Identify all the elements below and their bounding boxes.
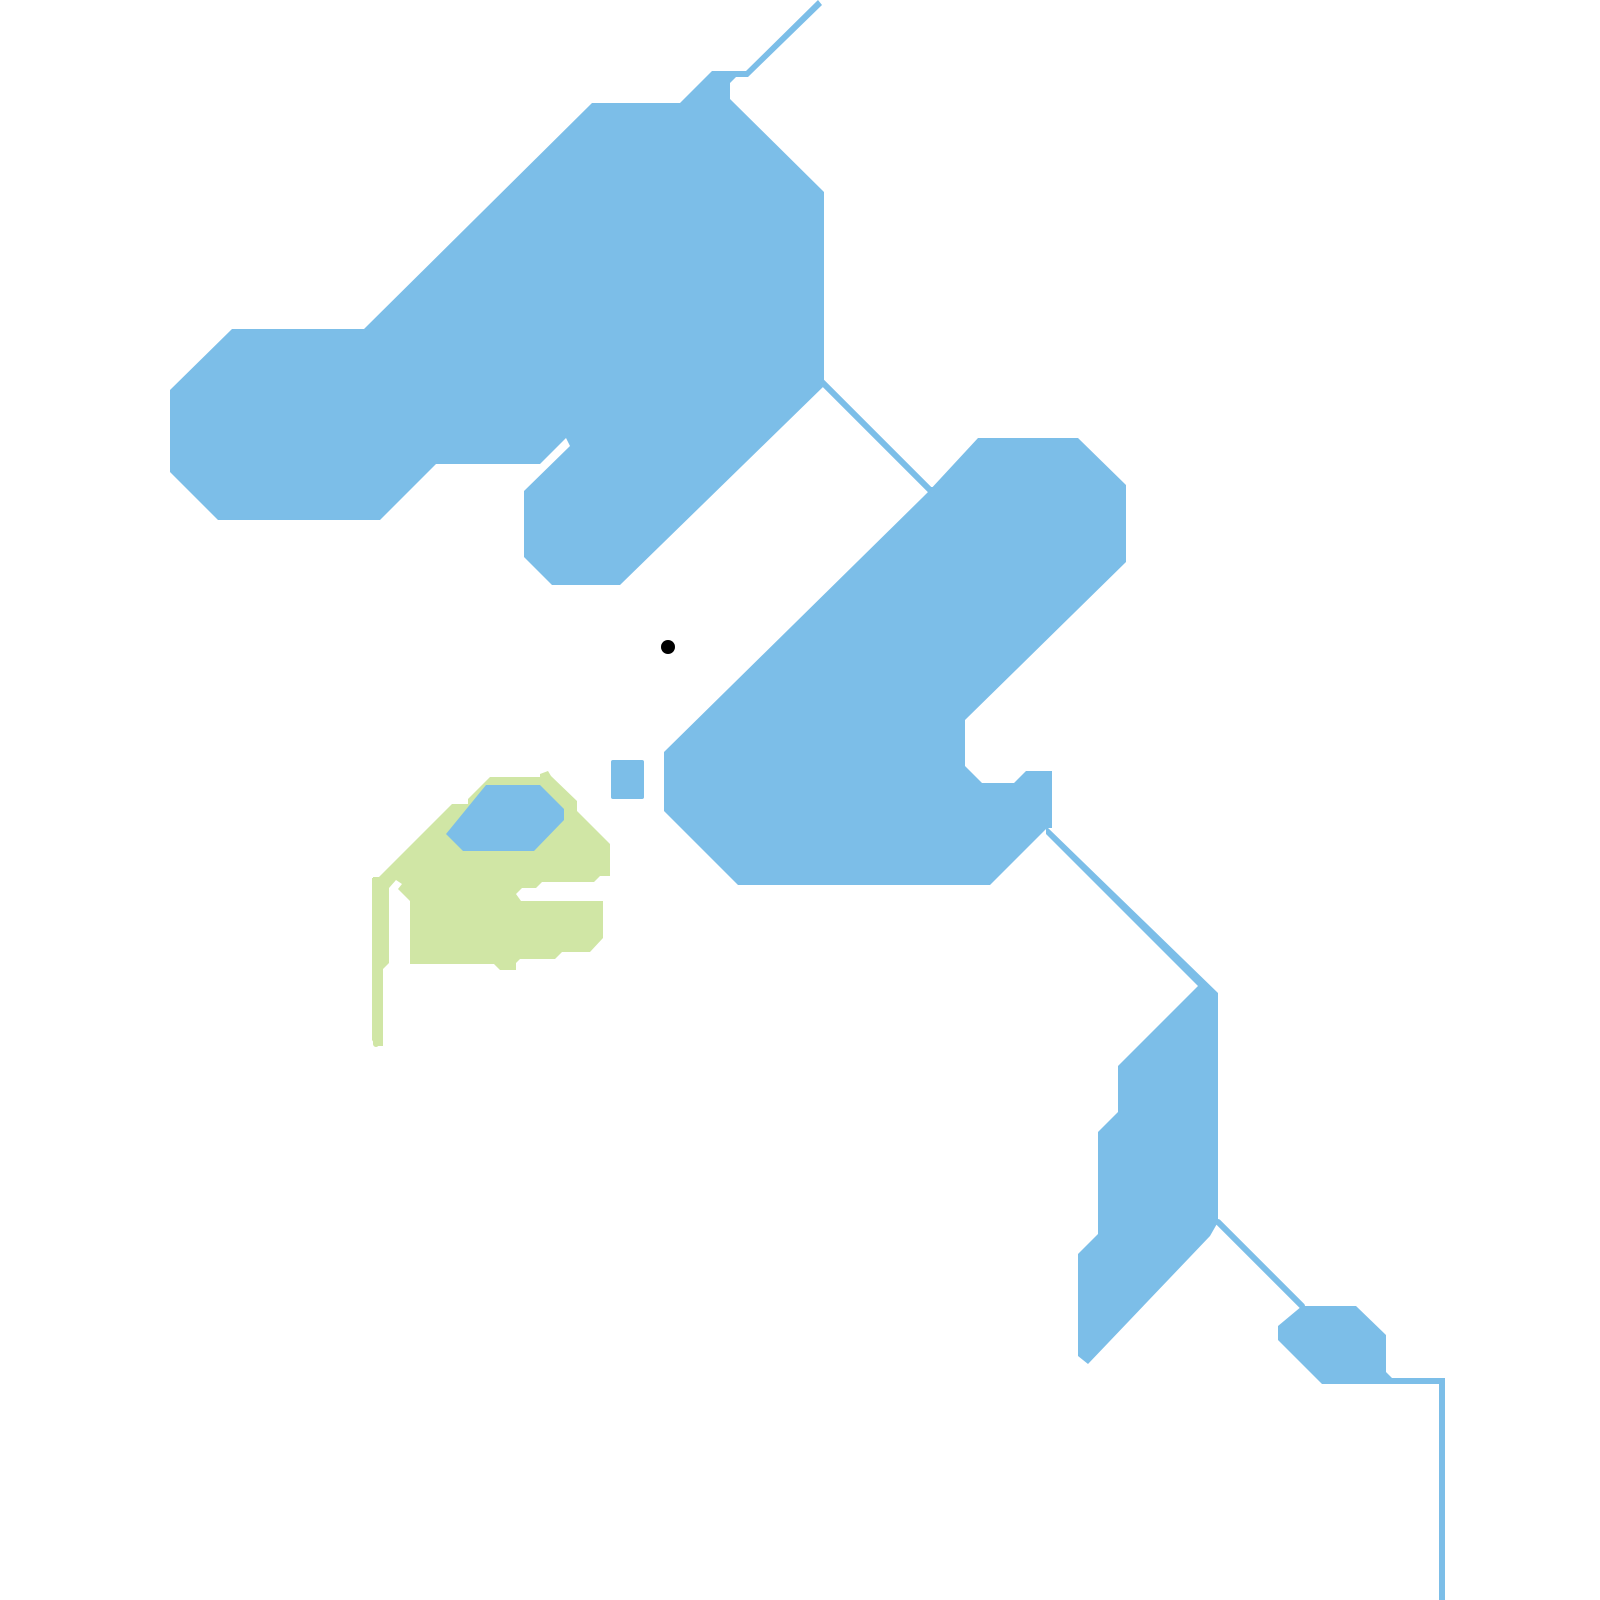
small-pond [611, 760, 644, 799]
channel-north-central [819, 379, 937, 493]
south-lake [1046, 826, 1218, 1364]
southeast-pond [1278, 1306, 1444, 1384]
marsh-area [372, 771, 610, 1046]
marsh-creek [373, 877, 395, 1047]
marsh-pond [446, 785, 564, 851]
north-lake [170, 0, 824, 585]
location-marker[interactable] [661, 640, 675, 654]
central-lake [664, 438, 1126, 885]
channel-south-southeast [1215, 1219, 1305, 1309]
channel-southeast-outflow [1381, 1378, 1445, 1600]
